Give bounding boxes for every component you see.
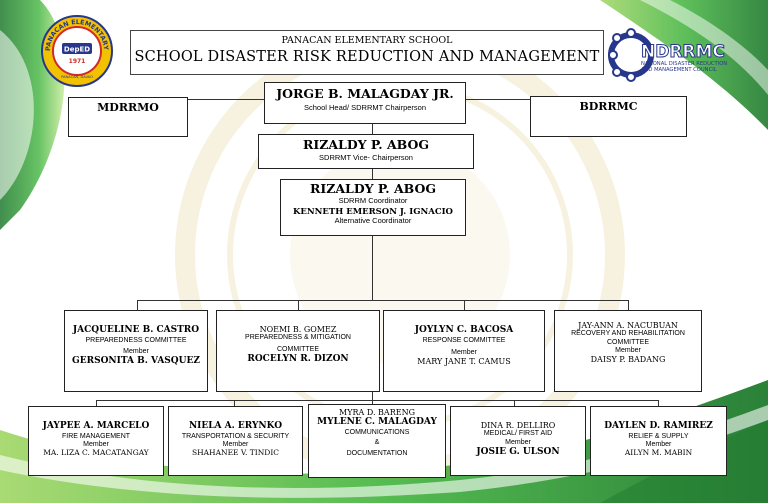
member-label: Member — [123, 347, 149, 355]
title-banner: PANACAN ELEMENTARY SCHOOL SCHOOL DISASTE… — [130, 30, 604, 75]
page-title: SCHOOL DISASTER RISK REDUCTION AND MANAG… — [134, 49, 600, 66]
connector-chair-vice — [372, 124, 373, 134]
committee-name-line3: DOCUMENTATION — [346, 449, 408, 457]
committee-name: MEDICAL/ FIRST AID — [483, 430, 553, 438]
committee-box-transportation-security: NIELA A. ERYNKO TRANSPORTATION & SECURIT… — [168, 406, 303, 476]
committee-box-recovery-rehabilitation: JAY-ANN A. NACUBUAN RECOVERY AND REHABIL… — [554, 310, 702, 392]
member-label: Member — [222, 440, 249, 448]
coordinator-box: RIZALDY P. ABOG SDRRM Coordinator KENNET… — [280, 179, 466, 236]
ndrrmc-acronym: NDRRMC — [641, 42, 725, 62]
member-label: Member — [83, 440, 109, 448]
committee-name-line1: COMMUNICATIONS — [344, 429, 410, 437]
committee-head: JAY-ANN A. NACUBUAN — [578, 321, 678, 330]
vice-chairperson-box: RIZALDY P. ABOG SDRRMT Vice- Chairperson — [258, 134, 474, 169]
committee-member: MA. LIZA C. MACATANGAY — [43, 448, 149, 458]
committee-head: JAYPEE A. MARCELO — [42, 421, 150, 431]
connector-left-side — [188, 99, 264, 100]
connector-vice-coordinator — [372, 169, 373, 179]
member-label: Member — [505, 438, 531, 446]
connector-row2-drop-5 — [658, 400, 659, 406]
committee-head: NOEMI B. GOMEZ — [259, 325, 337, 334]
committee-box-preparedness-mitigation: NOEMI B. GOMEZ PREPAREDNESS & MITIGATION… — [216, 310, 380, 392]
connector-row2-drop-3 — [372, 400, 373, 404]
mdrrmo-label: MDRRMO — [97, 101, 159, 114]
committee-member: DAISY P. BADANG — [590, 355, 666, 365]
bdrrmc-label: BDRRMC — [579, 100, 638, 113]
member-label: Member — [645, 440, 672, 448]
committee-box-communications-documentation: MYRA D. BARENG MYLENE C. MALAGDAY COMMUN… — [308, 404, 446, 478]
connector-right-side — [466, 99, 530, 100]
school-name: PANACAN ELEMENTARY SCHOOL — [281, 35, 453, 46]
ndrrmc-name-line1: NATIONAL DISASTER REDUCTION — [641, 61, 727, 67]
chairperson-role: School Head/ SDRRMT Chairperson — [304, 102, 426, 112]
vice-chairperson-name: RIZALDY P. ABOG — [302, 137, 430, 152]
committee-name-line2: COMMITTEE — [277, 345, 319, 353]
member-label: Member — [451, 348, 477, 356]
committee-name: PREPAREDNESS COMMITTEE — [85, 336, 187, 344]
committee-box-fire-management: JAYPEE A. MARCELO FIRE MANAGEMENT Member… — [28, 406, 164, 476]
committee-box-response: JOYLYN C. BACOSA RESPONSE COMMITTEE Memb… — [383, 310, 545, 392]
bdrrmc-box: BDRRMC — [530, 96, 687, 137]
connector-coordinator-down — [372, 236, 373, 300]
chairperson-box: JORGE B. MALAGDAY JR. School Head/ SDRRM… — [264, 82, 466, 124]
alternative-coordinator-name: KENNETH EMERSON J. IGNACIO — [293, 206, 453, 217]
school-seal-year: 1971 — [69, 58, 86, 65]
chairperson-name: JORGE B. MALAGDAY JR. — [276, 86, 454, 101]
connector-row1-to-row2 — [372, 392, 373, 400]
committee-name: FIRE MANAGEMENT — [61, 432, 131, 440]
ndrrmc-logo: NDRRMC NATIONAL DISASTER REDUCTION AND M… — [608, 28, 727, 82]
vice-chairperson-role: SDRRMT Vice- Chairperson — [319, 152, 413, 162]
connector-row2-drop-4 — [514, 400, 515, 406]
school-seal-place: PANACAN, DAVAO — [61, 75, 93, 79]
committee-name-line1: RECOVERY AND REHABILITATION — [571, 330, 685, 338]
committee-head-2: MYLENE C. MALAGDAY — [317, 417, 437, 428]
connector-row2-drop-1 — [96, 400, 97, 406]
committee-name: RELIEF & SUPPLY — [628, 432, 689, 440]
alternative-coordinator-role: Alternative Coordinator — [334, 215, 412, 225]
ndrrmc-name-line2: AND MANAGEMENT COUNCIL — [641, 67, 717, 73]
connector-row1-drop-2 — [298, 300, 299, 310]
member-label: Member — [615, 346, 641, 354]
committee-head: DAYLEN D. RAMIREZ — [604, 421, 713, 431]
committee-member: JOSIE G. ULSON — [476, 446, 560, 457]
connector-row1-bus — [137, 300, 628, 301]
connector-row2-drop-2 — [234, 400, 235, 406]
committee-name-line1: PREPAREDNESS & MITIGATION — [245, 334, 351, 342]
committee-member: GERSONITA B. VASQUEZ — [72, 356, 200, 367]
committee-head: JOYLYN C. BACOSA — [414, 325, 514, 335]
committee-member: AILYN M. MABIN — [624, 448, 693, 458]
committee-name: TRANSPORTATION & SECURITY — [181, 432, 290, 440]
committee-head: DINA R. DELLIRO — [480, 421, 556, 430]
committee-box-medical-first-aid: DINA R. DELLIRO MEDICAL/ FIRST AID Membe… — [450, 406, 586, 476]
mdrrmo-box: MDRRMO — [68, 97, 188, 137]
school-seal-badge: DepED — [64, 46, 90, 54]
committee-name-line2: COMMITTEE — [607, 338, 649, 346]
connector-row2-bus — [96, 400, 658, 401]
committee-head: MYRA D. BARENG — [339, 408, 415, 417]
committee-name-line2: & — [374, 439, 380, 447]
committee-head: JACQUELINE B. CASTRO — [72, 325, 200, 335]
committee-name: RESPONSE COMMITTEE — [422, 336, 506, 344]
committee-head: NIELA A. ERYNKO — [188, 421, 283, 431]
committee-box-relief-supply: DAYLEN D. RAMIREZ RELIEF & SUPPLY Member… — [590, 406, 727, 476]
coordinator-role: SDRRM Coordinator — [338, 195, 408, 205]
connector-row1-drop-3 — [464, 300, 465, 310]
connector-row1-drop-4 — [628, 300, 629, 310]
committee-box-preparedness: JACQUELINE B. CASTRO PREPAREDNESS COMMIT… — [64, 310, 208, 392]
school-seal-logo: PANACAN ELEMENTARY SCHOOL DepED 1971 PAN… — [40, 13, 113, 87]
coordinator-name: RIZALDY P. ABOG — [309, 181, 437, 196]
committee-member: MARY JANE T. CAMUS — [417, 357, 511, 367]
committee-member: ROCELYN R. DIZON — [247, 353, 349, 364]
connector-row1-drop-1 — [137, 300, 138, 310]
committee-member: SHAHANEE V. TINDIC — [191, 448, 280, 458]
